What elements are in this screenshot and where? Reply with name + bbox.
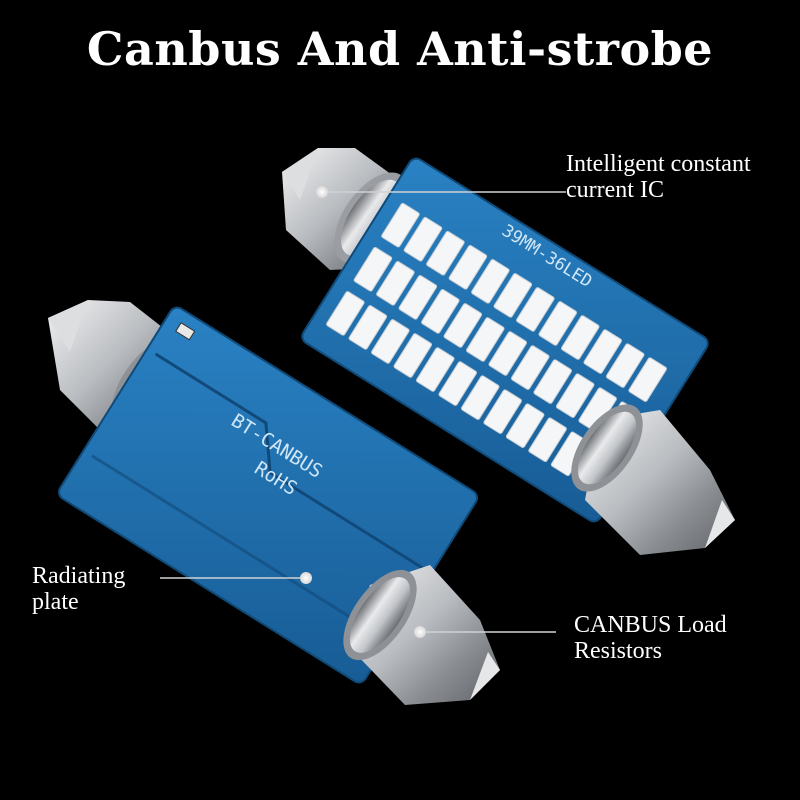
led-chip xyxy=(516,287,555,332)
page-title: Canbus And Anti-strobe xyxy=(86,22,714,76)
led-chip xyxy=(510,345,550,390)
led-chip xyxy=(528,417,567,463)
led-chip xyxy=(393,333,433,378)
callout-dot-resistors xyxy=(414,626,426,638)
resistor-component xyxy=(175,322,196,341)
back-bottom-cap xyxy=(343,565,500,705)
led-chip xyxy=(443,303,483,348)
led-chip xyxy=(493,273,533,318)
led-chip xyxy=(538,301,578,346)
led-chip xyxy=(438,361,477,406)
back-bulb: BT-CANBUS RoHS xyxy=(48,300,500,705)
led-chip xyxy=(466,317,505,362)
led-array xyxy=(326,202,667,491)
led-chip xyxy=(483,389,522,434)
led-chip xyxy=(403,216,443,262)
led-chip xyxy=(371,319,410,364)
led-chip xyxy=(416,347,455,392)
led-chip xyxy=(605,343,645,388)
callout-ic-label: Intelligent constant current IC xyxy=(566,151,751,203)
front-bottom-cap xyxy=(571,404,735,555)
led-chip xyxy=(505,403,545,448)
callout-dot-ic xyxy=(316,186,328,198)
led-chip xyxy=(471,259,510,304)
led-chip xyxy=(533,359,572,404)
led-chip xyxy=(353,246,393,292)
led-chip xyxy=(421,289,460,334)
led-chip xyxy=(488,331,528,376)
led-chip xyxy=(460,375,500,420)
callout-lines xyxy=(160,186,566,638)
led-chip xyxy=(348,305,388,350)
callout-dot-radiating xyxy=(300,572,312,584)
led-chip xyxy=(555,373,595,418)
led-chip xyxy=(326,291,365,336)
led-chip xyxy=(398,275,438,320)
led-chip xyxy=(628,357,667,402)
led-chip xyxy=(381,202,420,248)
led-chip xyxy=(583,329,622,374)
led-chip xyxy=(448,245,488,290)
led-chip xyxy=(426,230,465,276)
callout-resistors-label: CANBUS Load Resistors xyxy=(574,612,727,664)
callout-radiating-label: Radiating plate xyxy=(32,563,126,615)
led-chip xyxy=(561,315,600,360)
led-chip xyxy=(376,261,415,306)
